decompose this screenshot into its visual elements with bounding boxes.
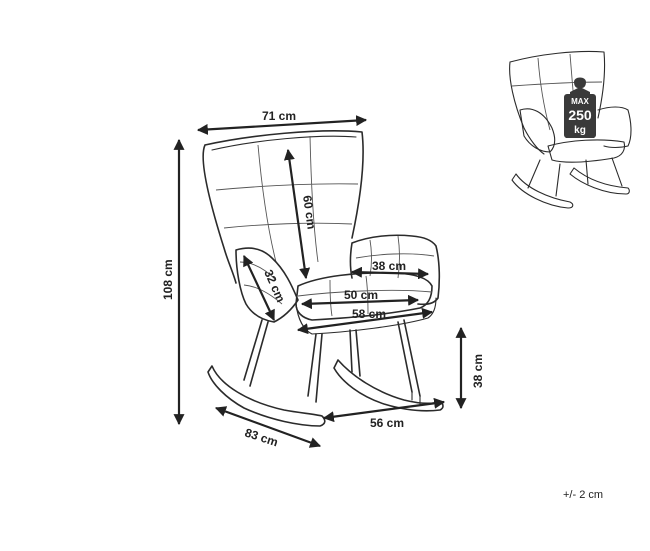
chair-legs	[243, 319, 421, 403]
back-rocker	[333, 359, 444, 412]
dim-base-width-label: 56 cm	[370, 416, 404, 430]
dim-seat-depth-label: 50 cm	[344, 288, 378, 302]
load-thumbnail: MAX 250 kg	[509, 50, 632, 209]
dimension-lines: 71 cm 108 cm 60 cm 32 cm 38 cm 50 cm 58 …	[161, 109, 485, 449]
chair-drawing	[202, 130, 444, 427]
dim-backrest-label: 60 cm	[300, 194, 319, 230]
badge-unit: kg	[574, 125, 586, 136]
backrest-seams	[215, 135, 359, 263]
dim-seat-width-label: 58 cm	[352, 307, 386, 321]
tolerance-note: +/- 2 cm	[563, 489, 604, 501]
dim-seat-height-label: 38 cm	[471, 354, 485, 388]
backrest-inner	[211, 135, 357, 151]
dim-armrest-length-label: 38 cm	[372, 259, 406, 273]
badge-max: MAX	[571, 97, 589, 106]
badge-value: 250	[568, 107, 592, 123]
dim-width-label: 71 cm	[262, 109, 296, 123]
dim-height-label: 108 cm	[161, 259, 175, 300]
backrest-outline	[202, 130, 364, 284]
